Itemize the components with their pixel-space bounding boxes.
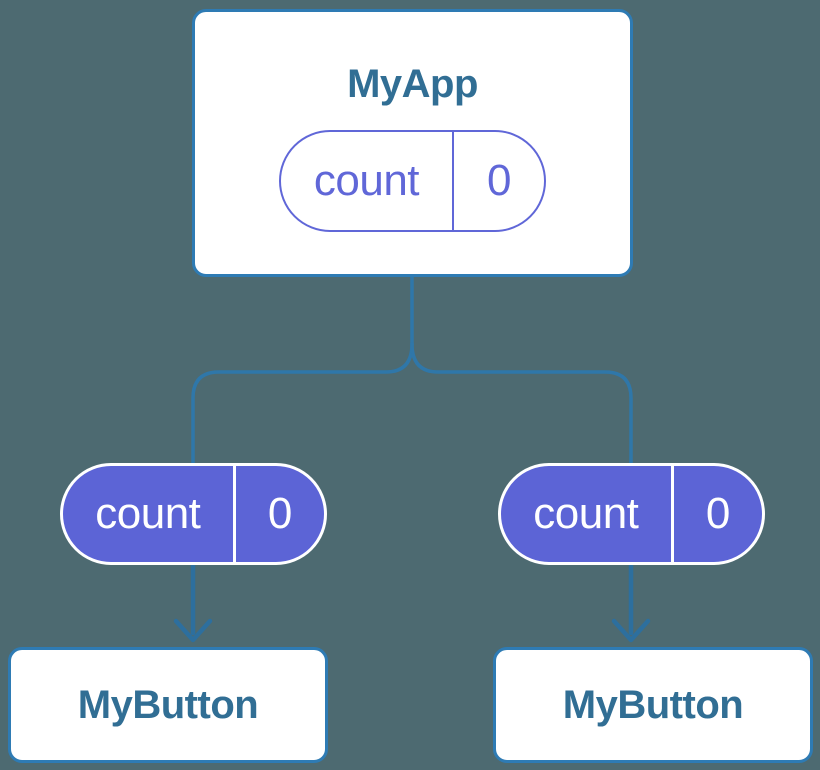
- component-box-myapp: MyApp count 0: [192, 9, 633, 277]
- arrow-head-icon: [173, 618, 213, 643]
- component-box-mybutton-left: MyButton: [8, 647, 328, 763]
- state-pill-label: count: [281, 132, 454, 230]
- connector-branch-left: [191, 342, 414, 470]
- state-pill-myapp: count 0: [279, 130, 546, 232]
- component-title: MyButton: [562, 682, 744, 727]
- prop-pill-label: count: [501, 466, 674, 562]
- component-title: MyButton: [77, 682, 259, 727]
- state-pill-value: 0: [486, 156, 511, 205]
- prop-pill-label: count: [63, 466, 236, 562]
- component-title: MyApp: [347, 62, 478, 106]
- prop-pill-left: count 0: [60, 463, 327, 565]
- arrow-down-right: [611, 563, 651, 643]
- prop-pill-value: 0: [267, 489, 292, 538]
- prop-pill-right: count 0: [498, 463, 765, 565]
- arrow-head-icon: [611, 618, 651, 643]
- arrow-down-left: [173, 563, 213, 643]
- prop-pill-value: 0: [705, 489, 730, 538]
- connector-branch-right: [410, 342, 633, 470]
- component-box-mybutton-right: MyButton: [493, 647, 813, 763]
